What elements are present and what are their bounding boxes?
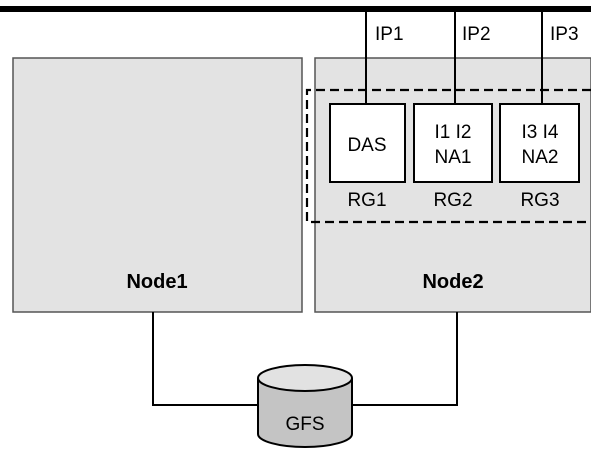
gfs-disk-body [257,378,353,448]
rg3-box [499,103,580,183]
rg2-box [413,103,493,183]
rg2-label: RG2 [433,190,472,211]
node2-storage-link [352,312,458,406]
rg1-label: RG1 [347,190,386,211]
ip2-label: IP2 [462,24,491,45]
gfs-disk-top [257,364,353,392]
node1-storage-link [152,312,258,406]
resource-group-boundary [305,88,591,224]
rg1-content-line1: DAS [347,135,386,156]
gfs-label: GFS [285,414,324,435]
rg3-content-line1: I3 I4 [522,122,559,143]
ip3-label: IP3 [550,24,579,45]
ip1-label: IP1 [375,24,404,45]
node2-label: Node2 [422,271,483,293]
rg2-content-line2: NA1 [435,147,472,168]
gfs-disk-icon [257,364,353,448]
rg3-label: RG3 [520,190,559,211]
node2-box [314,57,591,313]
node1-label: Node1 [126,271,187,293]
rg2-content-line1: I1 I2 [435,122,472,143]
node1-box [12,57,303,313]
rg3-content-line2: NA2 [522,147,559,168]
rg1-box [329,103,406,183]
